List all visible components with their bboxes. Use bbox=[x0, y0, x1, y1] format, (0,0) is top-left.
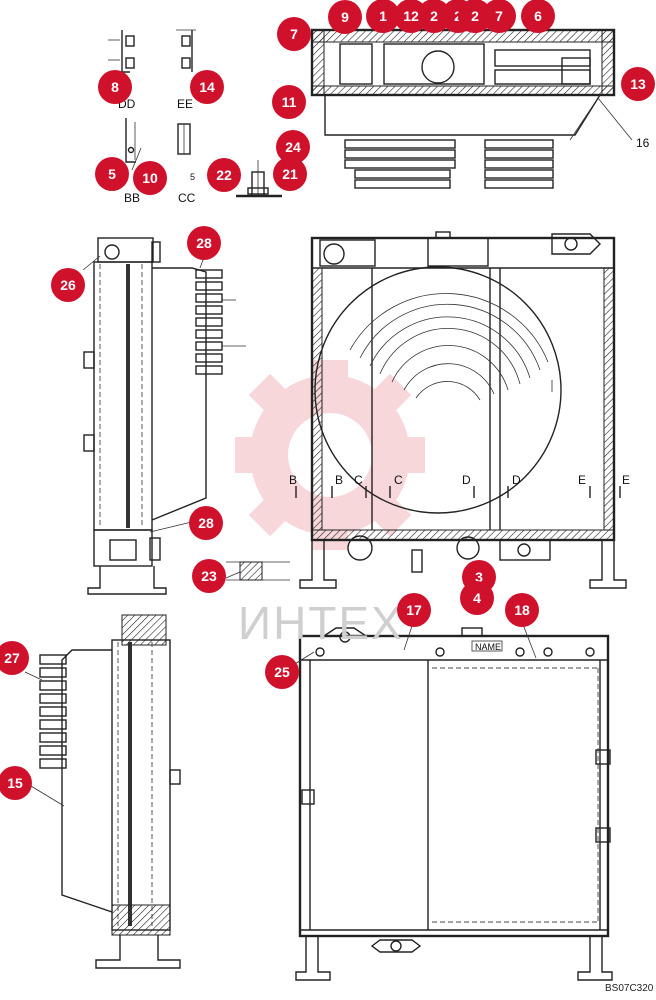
section-label-ee: EE bbox=[177, 97, 193, 111]
callout-23[interactable]: 23 bbox=[192, 559, 226, 593]
callout-10[interactable]: 10 bbox=[133, 161, 167, 195]
bolt-detail bbox=[236, 160, 282, 198]
callout-6[interactable]: 6 bbox=[521, 0, 555, 33]
callout-25[interactable]: 25 bbox=[265, 655, 299, 689]
section-marker-d-right: D bbox=[512, 473, 521, 487]
callout-8[interactable]: 8 bbox=[98, 70, 132, 104]
callout-14[interactable]: 14 bbox=[190, 70, 224, 104]
callout-9[interactable]: 9 bbox=[328, 0, 362, 34]
watermark-gear-logo bbox=[235, 360, 425, 550]
section-marker-e-left: E bbox=[578, 473, 586, 487]
section-marker-b-right: B bbox=[335, 473, 343, 487]
nameplate-text: NAME bbox=[475, 642, 501, 652]
section-marker-b-left: B bbox=[289, 473, 297, 487]
callout-12[interactable]: 12 bbox=[394, 0, 428, 33]
side-view-left bbox=[83, 237, 246, 595]
callout-28[interactable]: 28 bbox=[187, 226, 221, 260]
callout-5[interactable]: 5 bbox=[95, 157, 129, 191]
callout-26[interactable]: 26 bbox=[51, 268, 85, 302]
section-label-bb: BB bbox=[124, 191, 140, 205]
top-section-view: 16 bbox=[310, 28, 650, 189]
section-marker-c-left: C bbox=[354, 473, 363, 487]
section-marker-d-left: D bbox=[462, 473, 471, 487]
callout-15[interactable]: 15 bbox=[0, 766, 32, 800]
rear-view: NAME bbox=[295, 627, 613, 981]
callout-4[interactable]: 4 bbox=[460, 581, 494, 615]
callout-22[interactable]: 22 bbox=[207, 158, 241, 192]
section-detail-bb: BB bbox=[124, 118, 140, 205]
section-detail-ee: EE bbox=[176, 29, 196, 111]
callout-7[interactable]: 7 bbox=[277, 17, 311, 51]
callout-13[interactable]: 13 bbox=[621, 67, 655, 101]
section-marker-e-right: E bbox=[622, 473, 630, 487]
callout-18[interactable]: 18 bbox=[505, 593, 539, 627]
callout-24[interactable]: 24 bbox=[276, 130, 310, 164]
callout-7[interactable]: 7 bbox=[482, 0, 516, 33]
section-detail-dd: DD bbox=[108, 30, 136, 111]
callout-28[interactable]: 28 bbox=[189, 506, 223, 540]
side-view-bottom-left bbox=[39, 614, 181, 969]
section-detail-cc: 5 CC bbox=[177, 123, 196, 205]
callout-27[interactable]: 27 bbox=[0, 641, 29, 675]
callout-11[interactable]: 11 bbox=[272, 85, 306, 119]
section-marker-c-right: C bbox=[394, 473, 403, 487]
watermark-text: ИНТЕХ bbox=[238, 597, 404, 649]
callout-17[interactable]: 17 bbox=[397, 593, 431, 627]
section-label-cc: CC bbox=[178, 191, 196, 205]
front-view: B B C C D D E E bbox=[226, 231, 630, 589]
detail-number-16: 16 bbox=[636, 136, 650, 150]
detail-number-5: 5 bbox=[190, 172, 195, 182]
drawing-code: BS07C320 bbox=[605, 983, 654, 994]
callout-21[interactable]: 21 bbox=[273, 157, 307, 191]
